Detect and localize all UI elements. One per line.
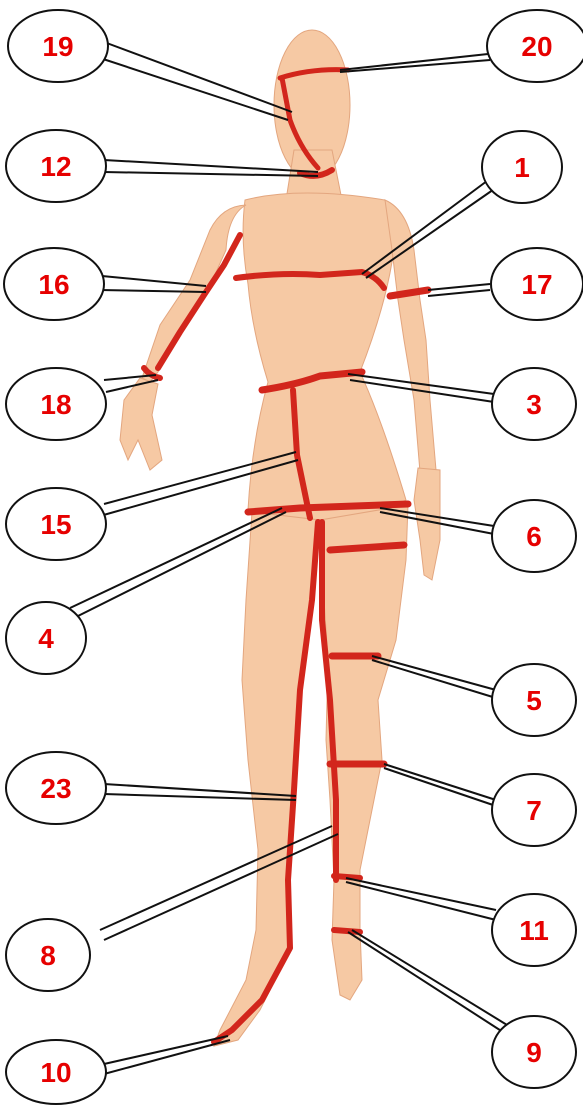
callout-label-1: 1 [514,152,530,183]
callout-18: 18 [6,368,106,440]
callout-label-16: 16 [38,269,69,300]
mannequin-arm-right [142,205,246,382]
leader-12 [104,172,318,176]
mannequin-hand-right [120,378,162,470]
callout-label-5: 5 [526,685,542,716]
leader-12 [104,160,318,172]
callout-label-3: 3 [526,389,542,420]
leader-7 [384,768,496,806]
leader-19 [100,58,288,120]
callout-4: 4 [6,602,86,674]
callout-label-4: 4 [38,623,54,654]
callout-label-7: 7 [526,795,542,826]
callout-7: 7 [492,774,576,846]
callout-19: 19 [8,10,108,82]
callout-10: 10 [6,1040,106,1104]
callout-label-19: 19 [42,31,73,62]
callout-1: 1 [482,131,562,203]
callout-20: 20 [487,10,583,82]
tape-thigh [330,545,404,550]
callout-label-10: 10 [40,1057,71,1088]
callout-5: 5 [492,664,576,736]
callout-label-9: 9 [526,1037,542,1068]
leader-10 [104,1040,230,1074]
callout-17: 17 [491,248,583,320]
leader-5 [372,656,496,690]
leader-7 [384,764,496,800]
leader-9 [348,932,506,1034]
callout-label-18: 18 [40,389,71,420]
callout-15: 15 [6,488,106,560]
callout-label-12: 12 [40,151,71,182]
callout-23: 23 [6,752,106,824]
callout-label-8: 11 [519,915,549,946]
callout-11: 8 [6,919,90,991]
callout-3: 3 [492,368,576,440]
leader-5 [372,660,496,698]
callout-label-17: 17 [521,269,552,300]
callout-label-15: 15 [40,509,71,540]
callout-label-20: 20 [521,31,552,62]
leader-11 [100,826,332,930]
leader-8 [346,878,496,910]
callout-16: 16 [4,248,104,320]
mannequin-leg-right [214,512,320,1046]
leader-9 [352,930,512,1028]
tape-16-arm-length [158,235,240,368]
leader-10 [104,1036,228,1064]
callout-label-11: 8 [40,940,56,971]
leader-17 [428,284,490,290]
mannequin-hand-left [414,468,440,580]
leader-19 [104,42,292,112]
tape-17-upper-arm [390,290,428,296]
callout-12: 12 [6,130,106,202]
callout-label-6: 6 [526,521,542,552]
leader-11 [104,834,338,940]
mannequin-arm-left [385,200,436,472]
leader-8 [346,882,496,920]
callout-6: 6 [492,500,576,572]
leader-17 [428,290,490,296]
callout-8: 11 [492,894,576,966]
callout-label-23: 23 [40,773,71,804]
mannequin-torso [243,193,406,522]
callout-9: 9 [492,1016,576,1088]
